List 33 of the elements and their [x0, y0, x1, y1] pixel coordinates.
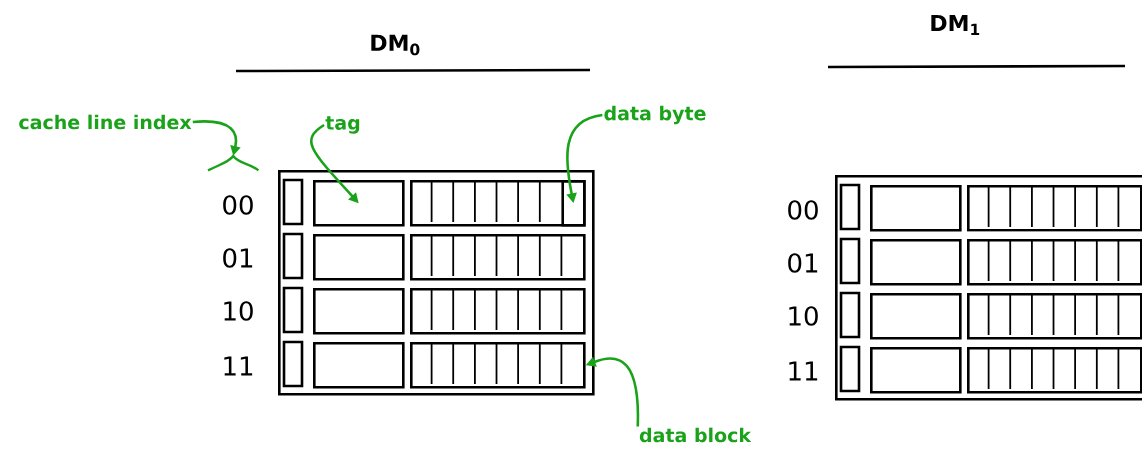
- tag-field: [313, 288, 405, 335]
- row-index: 01: [788, 253, 818, 273]
- tag-field: [870, 347, 962, 394]
- tag-field: [870, 293, 962, 340]
- callout-text: tag: [325, 116, 360, 134]
- title: DM$_{0}$: [371, 34, 420, 56]
- data-block: [967, 347, 1142, 394]
- row-index: 10: [224, 301, 253, 321]
- tag-field: [870, 239, 962, 286]
- data-block: [967, 293, 1142, 340]
- callout-text: cache line index: [19, 114, 192, 130]
- brace: [207, 154, 260, 172]
- row-index: 01: [223, 248, 253, 268]
- tag-field: [870, 185, 962, 232]
- title: DM$_{1}$: [931, 14, 980, 36]
- cache-frame: [278, 170, 595, 396]
- byte-cell: [561, 180, 586, 227]
- row-index: 10: [789, 306, 818, 326]
- data-block: [410, 342, 586, 389]
- data-block: [410, 234, 586, 281]
- tag-field: [313, 180, 405, 227]
- row-index: 00: [223, 195, 253, 215]
- data-block: [967, 185, 1142, 232]
- callout-text: data byte: [604, 105, 706, 125]
- cache-frame: [835, 175, 1142, 401]
- data-block: [410, 288, 586, 335]
- row-index: 11: [224, 356, 253, 376]
- tag-field: [313, 342, 405, 389]
- tag-field: [313, 234, 405, 281]
- row-index: 00: [788, 200, 818, 220]
- data-block: [967, 239, 1142, 286]
- callout-text: data block: [639, 427, 752, 443]
- row-index: 11: [789, 361, 818, 381]
